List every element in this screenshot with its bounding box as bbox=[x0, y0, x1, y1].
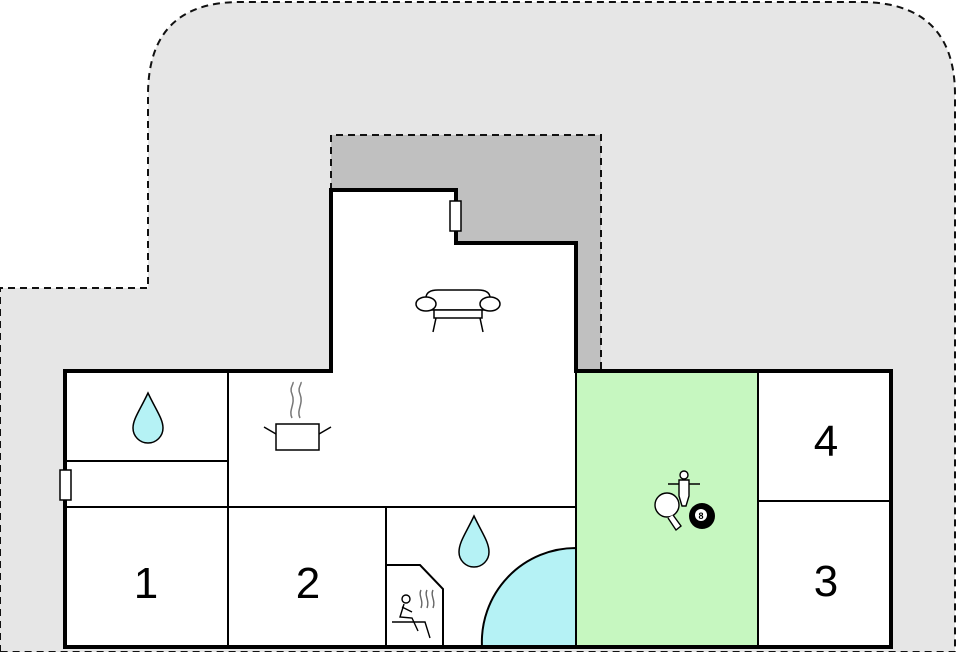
water-drop-icon bbox=[458, 514, 490, 568]
table-football-icon bbox=[668, 470, 700, 507]
window-marker bbox=[449, 200, 462, 232]
sauna-icon bbox=[392, 589, 435, 639]
cooking-pot-icon bbox=[263, 381, 332, 451]
table-tennis-icon bbox=[654, 492, 682, 532]
covered-terrace bbox=[330, 134, 602, 373]
interior-walls bbox=[65, 371, 891, 647]
billiard-ball-label: 8 bbox=[698, 511, 703, 521]
room-label-2: 2 bbox=[296, 559, 320, 608]
room-label-3: 3 bbox=[814, 557, 838, 606]
sofa-icon bbox=[415, 289, 501, 333]
room-label-4: 4 bbox=[814, 417, 838, 466]
room-label-1: 1 bbox=[134, 559, 158, 608]
water-drop-icon bbox=[132, 391, 164, 444]
outer-walls bbox=[63, 188, 893, 649]
billiard-ball-icon: 8 bbox=[689, 503, 715, 529]
window-marker bbox=[59, 469, 72, 501]
pool bbox=[480, 546, 577, 648]
